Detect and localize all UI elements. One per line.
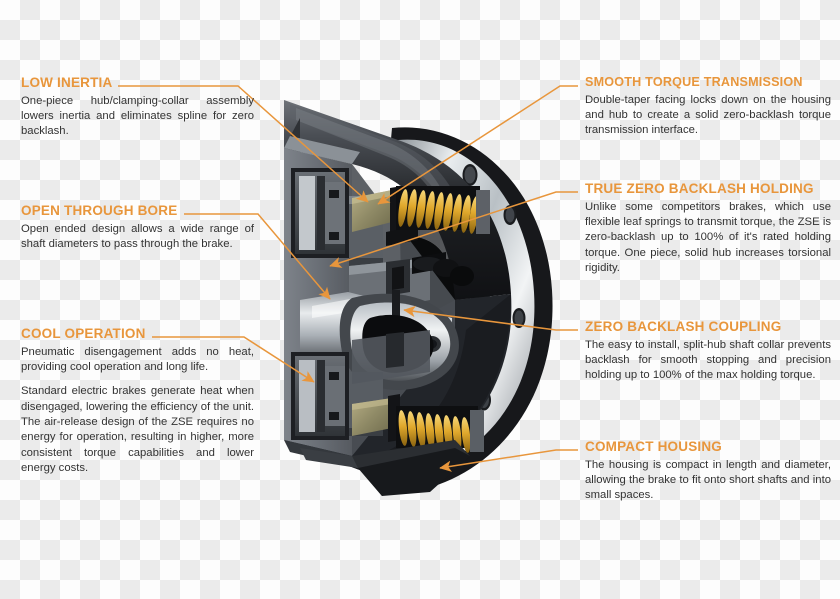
- spring-coils-upper: [396, 186, 490, 234]
- callout-smooth-torque-transmission: SMOOTH TORQUE TRANSMISSION Double-taper …: [585, 75, 831, 139]
- callout-compact-housing: COMPACT HOUSING The housing is compact i…: [585, 439, 831, 504]
- callout-paragraph: One-piece hub/clamping-collar assembly l…: [21, 94, 254, 138]
- callout-heading: SMOOTH TORQUE TRANSMISSION: [585, 75, 803, 89]
- callout-paragraph: Double-taper facing locks down on the ho…: [585, 93, 831, 137]
- callout-paragraph: Unlike some competitors brakes, which us…: [585, 200, 831, 275]
- callout-heading: TRUE ZERO BACKLASH HOLDING: [585, 181, 814, 196]
- callout-heading: LOW INERTIA: [21, 75, 113, 90]
- callout-low-inertia: LOW INERTIA One-piece hub/clamping-colla…: [21, 75, 254, 140]
- callout-heading: ZERO BACKLASH COUPLING: [585, 319, 782, 334]
- callout-zero-backlash-coupling: ZERO BACKLASH COUPLING The easy to insta…: [585, 319, 831, 384]
- callout-paragraph: The easy to install, split-hub shaft col…: [585, 338, 831, 382]
- callout-paragraph: Pneumatic disengagement adds no heat, pr…: [21, 345, 254, 374]
- callout-paragraph: The housing is compact in length and dia…: [585, 458, 831, 502]
- callout-heading: COMPACT HOUSING: [585, 439, 722, 454]
- callout-paragraph: Open ended design allows a wide range of…: [21, 222, 254, 251]
- callout-paragraph: Standard electric brakes generate heat w…: [21, 385, 254, 474]
- callout-heading: COOL OPERATION: [21, 326, 146, 341]
- callout-open-through-bore: OPEN THROUGH BORE Open ended design allo…: [21, 203, 254, 252]
- callout-heading: OPEN THROUGH BORE: [21, 203, 178, 218]
- callout-true-zero-backlash-holding: TRUE ZERO BACKLASH HOLDING Unlike some c…: [585, 181, 831, 276]
- callout-cool-operation: COOL OPERATION Pneumatic disengagement a…: [21, 326, 254, 476]
